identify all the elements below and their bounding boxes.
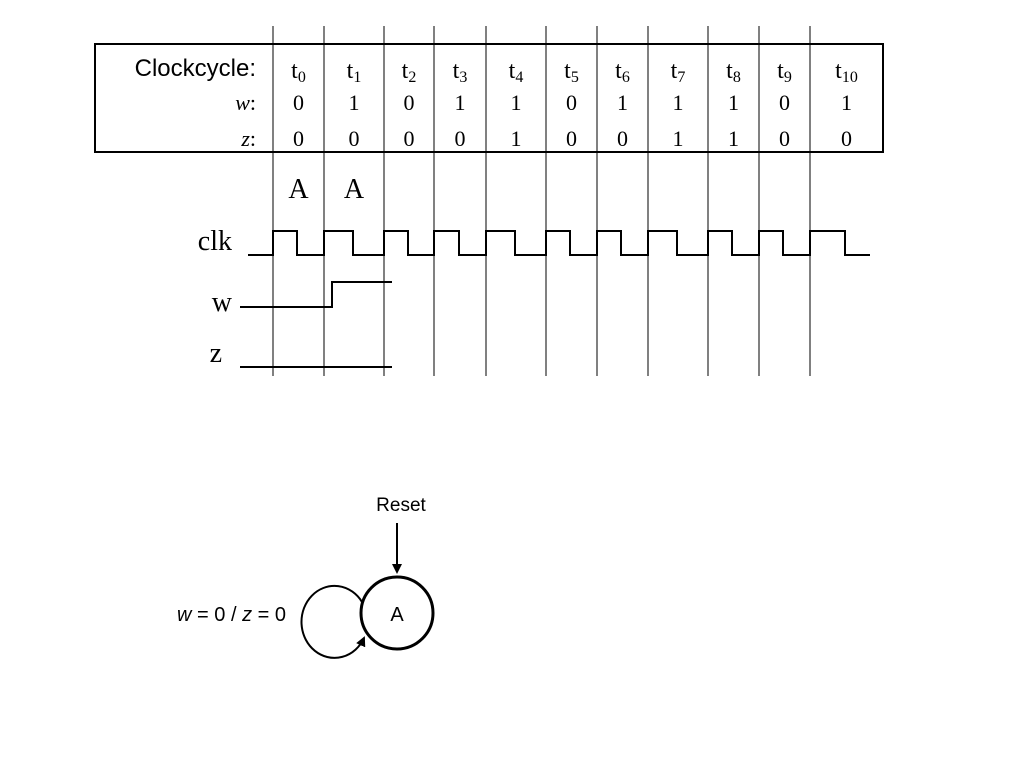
cycle-header: t9 [777, 58, 792, 86]
w-cell-value: 0 [779, 90, 790, 115]
w-cell-value: 1 [455, 90, 466, 115]
z-cell-value: 1 [728, 126, 739, 151]
z-cell-value: 1 [673, 126, 684, 151]
w-cell-value: 1 [617, 90, 628, 115]
state-letter: A [288, 174, 309, 205]
cycle-table-cells: t0 0 0 t1 1 0 t2 0 0 t3 1 0 t4 1 1 t5 0 0 t6 1 0 t7 1 1 t8 1 1 t9 0 0… [291, 58, 858, 151]
cycle-header: t1 [347, 58, 362, 86]
self-loop-condition-label: w = 0 / z = 0 [177, 604, 286, 626]
cycle-header: t2 [402, 58, 417, 86]
w-cell-value: 0 [566, 90, 577, 115]
self-loop-arrow [300, 584, 366, 659]
state-a-label: A [390, 604, 404, 626]
cycle-header: t10 [835, 58, 858, 86]
z-signal-label: z [210, 338, 222, 369]
w-cell-value: 1 [349, 90, 360, 115]
z-cell-value: 0 [349, 126, 360, 151]
cycle-boundary-lines [272, 26, 811, 376]
z-cell-value: 0 [841, 126, 852, 151]
z-row-label: z: [240, 126, 256, 151]
z-cell-value: 0 [404, 126, 415, 151]
z-cell-value: 1 [511, 126, 522, 151]
w-waveform [240, 281, 392, 308]
cycle-header: t4 [509, 58, 524, 86]
z-cell-value: 0 [566, 126, 577, 151]
clk-waveform [248, 230, 870, 256]
z-cell-value: 0 [617, 126, 628, 151]
cycle-header: t8 [726, 58, 741, 86]
clk-signal-label: clk [198, 226, 232, 257]
state-diagram: Reset A w = 0 / z = 0 [177, 495, 435, 659]
w-cell-value: 1 [673, 90, 684, 115]
reset-label: Reset [376, 495, 426, 516]
cycle-header: t7 [671, 58, 686, 86]
cycle-header: t6 [615, 58, 630, 86]
z-cell-value: 0 [293, 126, 304, 151]
w-cell-value: 1 [511, 90, 522, 115]
cycle-header: t0 [291, 58, 306, 86]
z-cell-value: 0 [455, 126, 466, 151]
state-letter: A [344, 174, 365, 205]
w-cell-value: 0 [404, 90, 415, 115]
w-signal-label: w [212, 287, 233, 318]
w-cell-value: 1 [728, 90, 739, 115]
w-cell-value: 0 [293, 90, 304, 115]
state-a-circle[interactable] [359, 575, 435, 651]
cycle-header: t5 [564, 58, 579, 86]
cycle-header: t3 [453, 58, 468, 86]
cycle-table-frame [94, 43, 884, 153]
w-row-label: w: [235, 90, 256, 115]
clockcycle-label: Clockcycle: [135, 55, 256, 82]
w-cell-value: 1 [841, 90, 852, 115]
z-cell-value: 0 [779, 126, 790, 151]
